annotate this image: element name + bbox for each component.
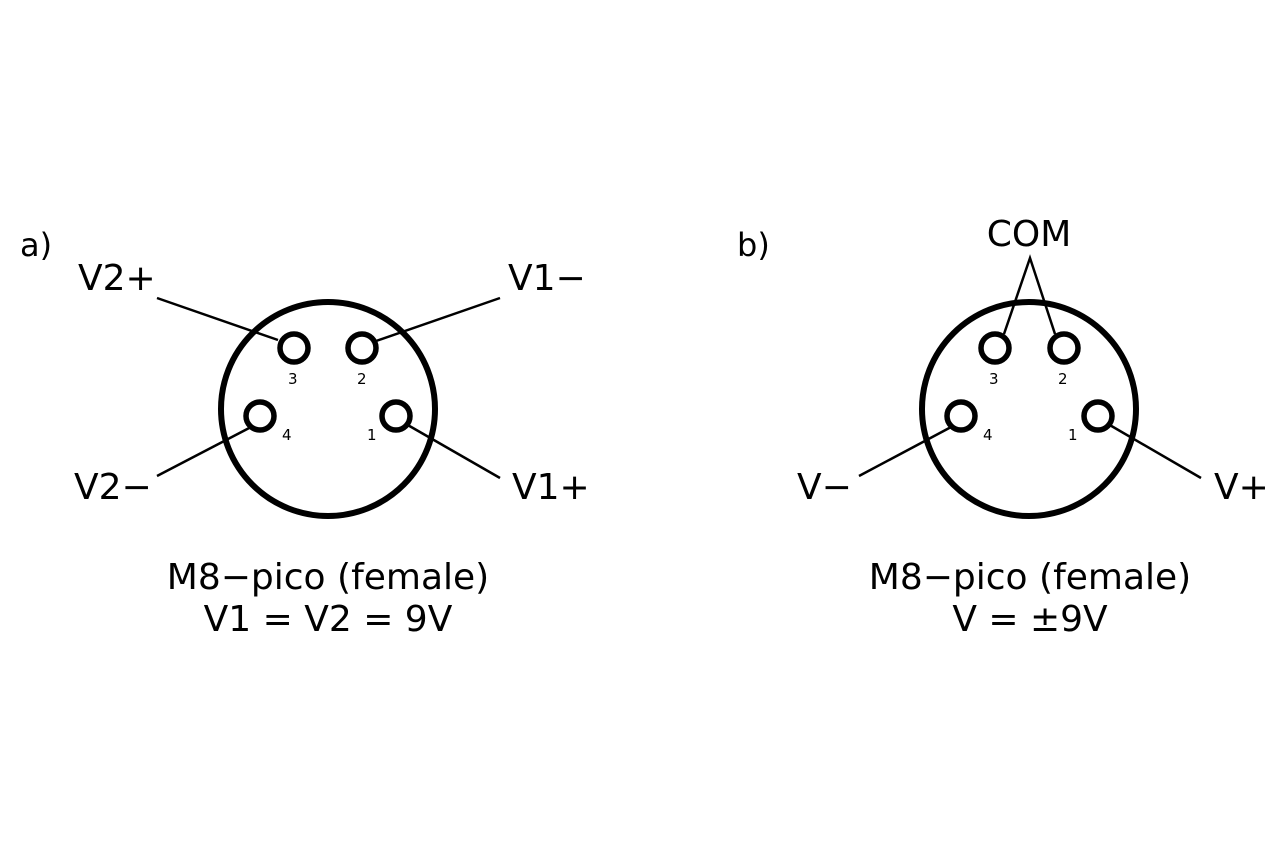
wire-v-minus xyxy=(858,424,954,478)
pin-1-b xyxy=(1081,399,1115,433)
diagram-a: a) 3 2 4 1 V2+ V1− V2− V1+ M8−pico (fema… xyxy=(20,226,590,640)
pin-4-b xyxy=(944,399,978,433)
wire-label-v-plus: V+ xyxy=(1214,467,1269,508)
pin-number-4-b: 4 xyxy=(983,426,993,444)
wire-com xyxy=(1002,254,1057,335)
pin-number-3-a: 3 xyxy=(288,370,298,388)
wire-v2-minus xyxy=(156,424,254,478)
wire-label-v-minus: V− xyxy=(797,467,852,508)
wire-label-v2-minus: V2− xyxy=(74,467,152,508)
pin-number-3-b: 3 xyxy=(989,370,999,388)
pin-number-1-a: 1 xyxy=(367,426,377,444)
caption-line1-b: M8−pico (female) xyxy=(869,557,1191,598)
pin-1-a xyxy=(379,399,413,433)
diagram-b: b) 3 2 4 1 COM V− V+ M8−pico (female) V … xyxy=(737,214,1269,640)
wire-label-v2-plus: V2+ xyxy=(78,258,156,299)
pin-number-2-a: 2 xyxy=(357,370,367,388)
wire-v1-minus xyxy=(375,296,501,343)
pin-number-4-a: 4 xyxy=(282,426,292,444)
wire-label-v1-minus: V1− xyxy=(508,258,586,299)
wire-v2-plus xyxy=(156,296,279,342)
caption-line2-b: V = ±9V xyxy=(952,599,1108,640)
caption-line2-a: V1 = V2 = 9V xyxy=(204,599,453,640)
pin-number-2-b: 2 xyxy=(1058,370,1068,388)
caption-line1-a: M8−pico (female) xyxy=(167,557,489,598)
wire-label-v1-plus: V1+ xyxy=(512,467,590,508)
pin-number-1-b: 1 xyxy=(1068,426,1078,444)
connector-body-b xyxy=(919,299,1139,519)
pin-4-a xyxy=(243,399,277,433)
wire-label-com: COM xyxy=(987,214,1072,255)
wire-v1-plus xyxy=(405,422,501,480)
panel-label-a: a) xyxy=(20,226,52,264)
panel-label-b: b) xyxy=(737,226,770,264)
pin-2-a xyxy=(345,331,379,365)
connector-body-a xyxy=(218,299,438,519)
wire-v-plus xyxy=(1107,422,1202,480)
pin-2-b xyxy=(1047,331,1081,365)
pin-3-a xyxy=(277,331,311,365)
pin-3-b xyxy=(978,331,1012,365)
